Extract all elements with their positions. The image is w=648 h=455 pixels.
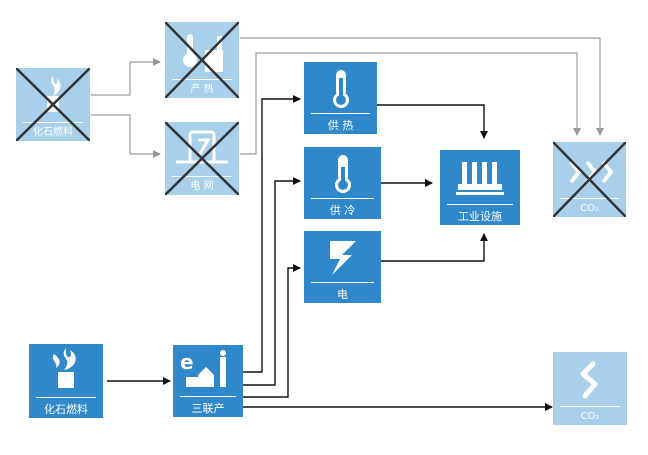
cross-mark xyxy=(165,122,239,195)
arrow-fossil-to-grid xyxy=(91,114,161,158)
svg-text:e: e xyxy=(180,350,194,374)
node-cooling: 供 冷 xyxy=(304,147,381,219)
arrow-fossil-to-heat xyxy=(91,58,161,96)
lightning-icon xyxy=(330,241,356,275)
thermometer-icon xyxy=(335,155,351,193)
arrow-trigen-to-heating xyxy=(243,95,301,373)
cross-mark xyxy=(553,142,626,217)
e-factory-icon: e xyxy=(180,350,226,387)
arrow-trigen-to-cooling xyxy=(243,177,301,386)
node-label: 供 冷 xyxy=(329,204,356,217)
arrow-heating-to-industrial xyxy=(377,104,488,139)
node-trigeneration: e 三联产 xyxy=(173,345,243,417)
cross-mark xyxy=(16,68,90,141)
node-industrial-facility: 工业设施 xyxy=(440,150,520,225)
node-label: 电 xyxy=(337,288,348,301)
node-label: 供 热 xyxy=(327,119,354,132)
node-heating: 供 热 xyxy=(304,62,377,134)
node-power-grid: 电 网 xyxy=(165,122,239,195)
arrow-grid-to-co2 xyxy=(240,52,581,155)
node-label: CO₂ xyxy=(580,203,599,214)
node-label: 电 网 xyxy=(190,181,214,192)
industrial-plant-icon xyxy=(456,162,504,195)
node-co2-bottom: CO₂ xyxy=(553,352,627,425)
node-production-heat: 产 热 xyxy=(165,22,239,98)
node-fossil-fuel-top: 化石燃料 xyxy=(16,68,90,141)
node-label: 化石燃料 xyxy=(44,403,88,416)
node-label: 三联产 xyxy=(191,402,225,415)
node-label: 化石燃料 xyxy=(33,127,73,138)
node-co2-top: CO₂ xyxy=(553,142,626,217)
arrow-trigen-to-electricity xyxy=(243,264,301,398)
arrow-electricity-to-industrial xyxy=(381,233,488,262)
node-label: 产 热 xyxy=(190,84,214,95)
node-fossil-fuel-bottom: 化石燃料 xyxy=(29,344,103,418)
cross-mark xyxy=(165,22,239,98)
node-label: 工业设施 xyxy=(458,210,502,223)
co2-wave-icon xyxy=(580,361,598,399)
node-electricity: 电 xyxy=(304,231,381,303)
arrow-heat-to-co2 xyxy=(240,37,604,136)
flame-factory-icon xyxy=(52,348,76,388)
node-label: CO₂ xyxy=(580,411,600,422)
thermometer-icon xyxy=(333,70,349,108)
